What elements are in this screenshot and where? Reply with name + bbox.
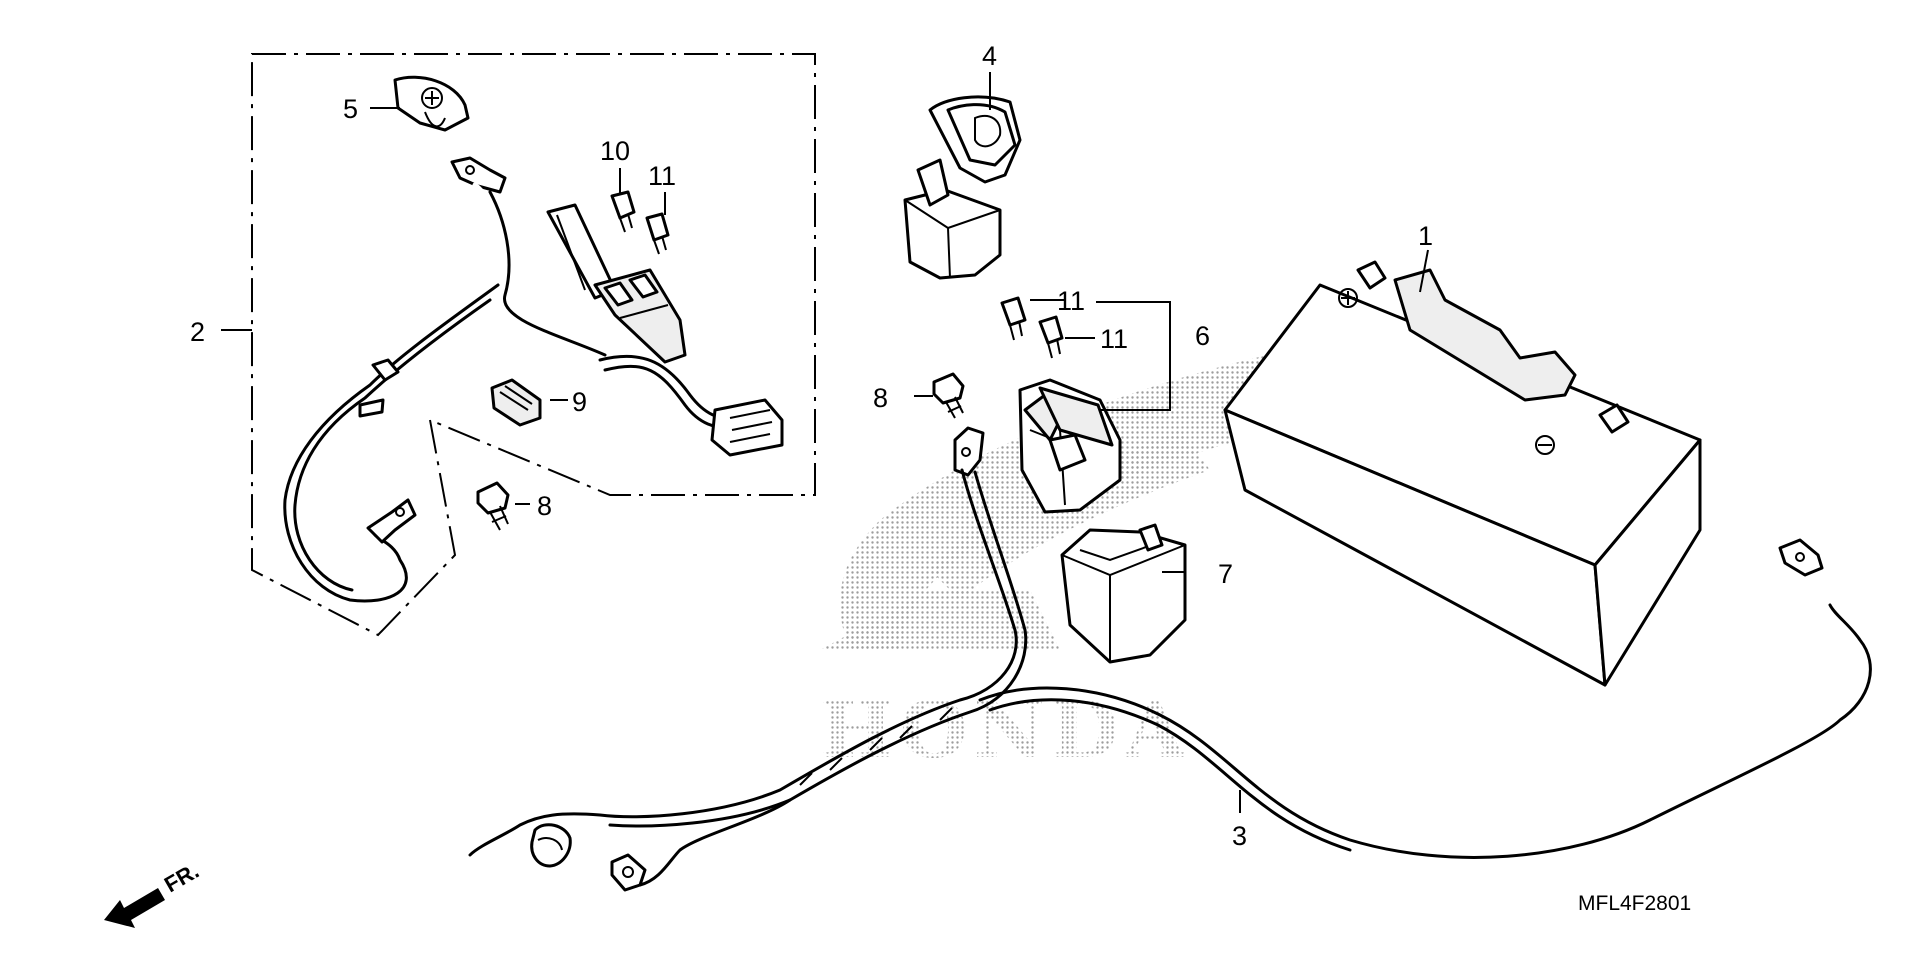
callout-11-relay-top: 11 [1057, 286, 1085, 316]
callout-5: 5 [343, 94, 358, 124]
relay-cover-part [903, 95, 1022, 280]
sub-assembly-boundary [251, 53, 816, 637]
callout-7: 7 [1218, 559, 1233, 589]
callout-11-box: 11 [648, 161, 676, 191]
relay-rubber-cover-part [1060, 523, 1187, 664]
callout-6: 6 [1195, 321, 1210, 351]
callout-3: 3 [1232, 821, 1247, 851]
fuse-parts-set-a [610, 190, 670, 255]
bolt-part-upper [932, 372, 965, 419]
callout-4: 4 [982, 41, 997, 71]
sub-harness-fuse-box [546, 203, 687, 364]
callout-leaders [221, 72, 1429, 813]
front-direction-arrow: FR. [104, 858, 203, 928]
callout-11-relay-mid: 11 [1100, 324, 1128, 354]
diagram-code: MFL4F2801 [1578, 892, 1691, 915]
battery-harness-wire [468, 426, 1872, 892]
callout-9: 9 [572, 387, 587, 417]
sub-harness-coupler [710, 398, 784, 457]
callout-1: 1 [1418, 221, 1433, 251]
starter-relay-part [1018, 378, 1122, 514]
callout-10: 10 [600, 136, 630, 166]
front-direction-label: FR. [160, 858, 203, 897]
callout-8-upper: 8 [873, 383, 888, 413]
honda-wing-watermark: HONDA [820, 350, 1320, 776]
honda-watermark-text: HONDA [820, 685, 1191, 776]
fuse-puller-part [490, 378, 542, 427]
fuse-parts-set-b [1000, 296, 1064, 359]
callout-2: 2 [190, 317, 205, 347]
callout-8-lower: 8 [537, 491, 552, 521]
bolt-part-lower [476, 481, 510, 531]
battery-part [1223, 260, 1702, 687]
terminal-cover-part [393, 75, 470, 132]
